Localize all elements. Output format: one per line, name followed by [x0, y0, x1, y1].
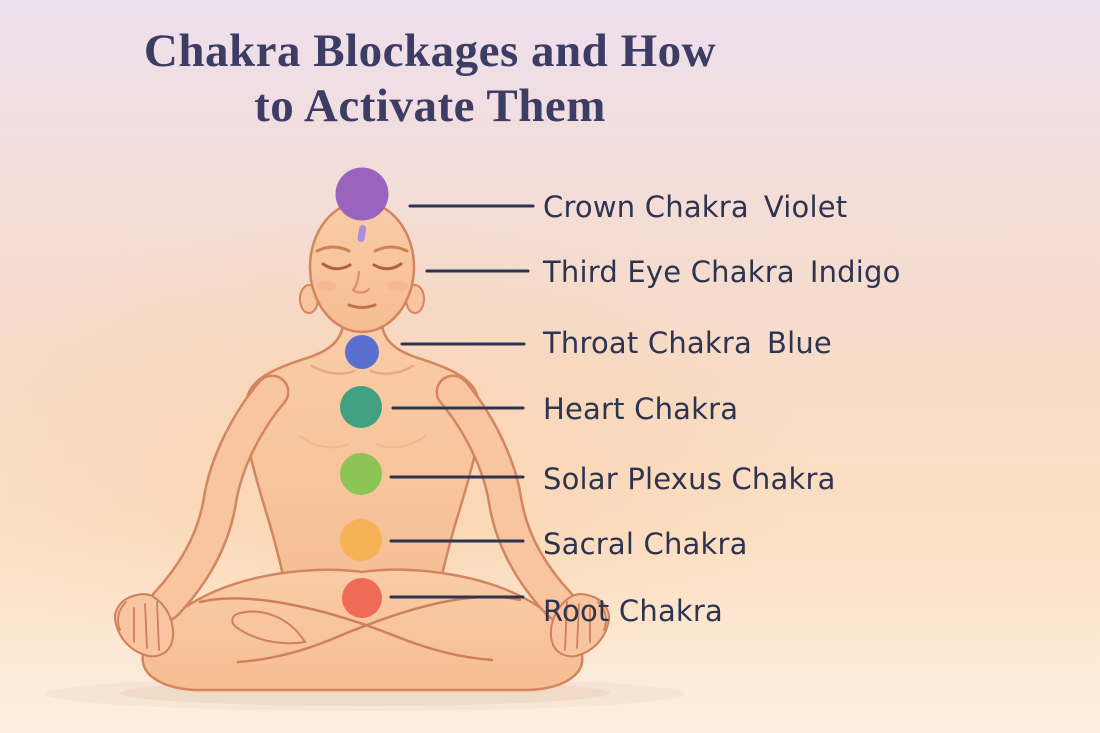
right-cheek-blush	[388, 280, 408, 292]
throat-chakra-dot	[345, 335, 379, 369]
chakra-row-third-eye: Third Eye Chakra Indigo	[543, 251, 901, 293]
chakra-label: Sacral Chakra	[543, 527, 748, 561]
chakra-row-sacral: Sacral Chakra	[543, 523, 763, 565]
chakra-color-word: Indigo	[809, 255, 901, 289]
connector-lines	[389, 204, 535, 599]
crossed-legs	[141, 568, 584, 692]
chakra-row-solar-plexus: Solar Plexus Chakra	[543, 458, 851, 500]
chakra-row-crown: Crown Chakra Violet	[543, 186, 847, 228]
left-cheek-blush	[316, 280, 336, 292]
chakra-row-heart: Heart Chakra	[543, 388, 753, 430]
tucked-foot	[231, 610, 307, 645]
closed-right-eye	[372, 262, 403, 271]
mouth	[347, 303, 377, 309]
chakra-label: Third Eye Chakra	[543, 255, 795, 289]
chakra-label: Crown Chakra	[543, 190, 749, 224]
page-title-line-1: Chakra Blockages and How	[143, 25, 717, 77]
page-title-line-2: to Activate Them	[254, 79, 606, 132]
chakra-label: Heart Chakra	[543, 392, 739, 426]
crown-chakra-dot	[335, 167, 389, 221]
page-title: Chakra Blockages and How to Activate The…	[15, 24, 845, 134]
left-arm	[148, 374, 290, 622]
sacral-chakra-dot	[340, 519, 382, 561]
right-eyebrow	[373, 245, 409, 253]
third-eye-mark	[357, 225, 367, 242]
chakra-label: Root Chakra	[543, 594, 724, 628]
left-eyebrow	[315, 245, 351, 253]
chakra-color-word: Violet	[763, 190, 848, 224]
root-chakra-dot	[342, 578, 382, 618]
solar-plexus-chakra-dot	[340, 453, 382, 495]
left-hand	[114, 593, 175, 658]
head	[299, 200, 425, 334]
chakra-row-root: Root Chakra	[543, 590, 738, 632]
chakra-label: Throat Chakra	[543, 326, 752, 360]
chakra-row-throat: Throat Chakra Blue	[543, 322, 832, 364]
closed-left-eye	[321, 262, 352, 271]
nose	[351, 270, 371, 294]
chakra-label: Solar Plexus Chakra	[543, 462, 836, 496]
right-arm	[435, 374, 577, 622]
heart-chakra-dot	[340, 386, 382, 428]
chakra-color-word: Blue	[766, 326, 832, 360]
